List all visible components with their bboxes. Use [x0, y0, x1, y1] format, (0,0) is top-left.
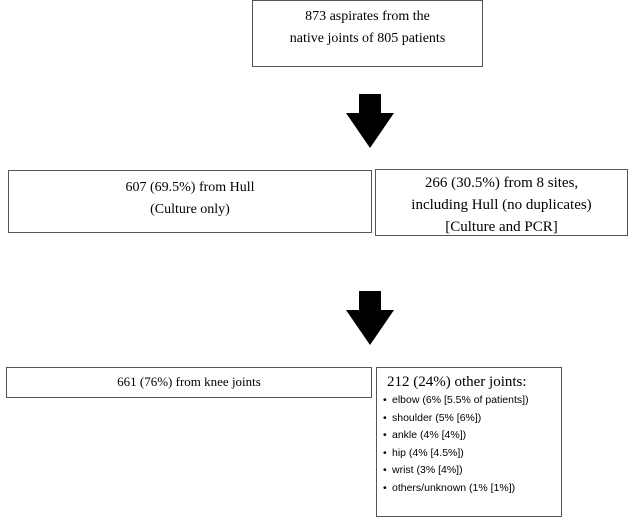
knee-box-text: 661 (76%) from knee joints [117, 374, 261, 389]
list-item: wrist (3% [4%]) [383, 462, 557, 480]
knee-box: 661 (76%) from knee joints [6, 367, 372, 398]
sites-box: 266 (30.5%) from 8 sites, including Hull… [375, 169, 628, 236]
down-arrow-icon [346, 291, 394, 345]
other-joints-title: 212 (24%) other joints: [387, 374, 527, 390]
list-item: shoulder (5% [6%]) [383, 410, 557, 428]
hull-box-line-2: (Culture only) [150, 202, 230, 217]
sites-box-line-3: [Culture and PCR] [445, 219, 558, 235]
other-joints-list: elbow (6% [5.5% of patients]) shoulder (… [383, 392, 557, 497]
list-item: elbow (6% [5.5% of patients]) [383, 392, 557, 410]
top-box-line-2: native joints of 805 patients [289, 31, 446, 46]
list-item: ankle (4% [4%]) [383, 427, 557, 445]
top-box-line-1: 873 aspirates from the [305, 9, 430, 24]
other-joints-box: 212 (24%) other joints: elbow (6% [5.5% … [376, 367, 562, 517]
hull-box-line-1: 607 (69.5%) from Hull [125, 180, 255, 195]
down-arrow-icon [346, 94, 394, 148]
hull-box: 607 (69.5%) from Hull (Culture only) [8, 170, 372, 233]
sites-box-line-1: 266 (30.5%) from 8 sites, [424, 175, 579, 191]
list-item: hip (4% [4.5%]) [383, 445, 557, 463]
sites-box-line-2: including Hull (no duplicates) [411, 197, 592, 213]
list-item: others/unknown (1% [1%]) [383, 480, 557, 498]
top-box: 873 aspirates from the native joints of … [252, 0, 483, 67]
